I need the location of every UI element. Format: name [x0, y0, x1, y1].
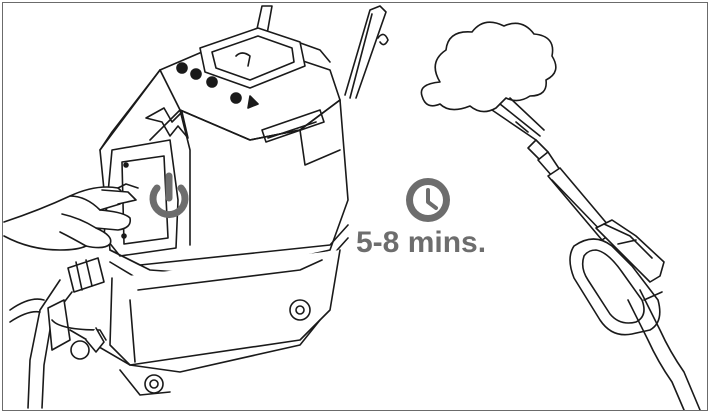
steam-cleaner-machine — [9, 5, 389, 409]
steam-gun-icon — [527, 139, 701, 411]
pressing-hand — [3, 183, 139, 251]
steam-cloud-icon — [420, 21, 557, 141]
power-icon — [149, 172, 189, 219]
clock-icon — [406, 178, 450, 222]
duration-label: 5-8 mins. — [356, 226, 487, 259]
